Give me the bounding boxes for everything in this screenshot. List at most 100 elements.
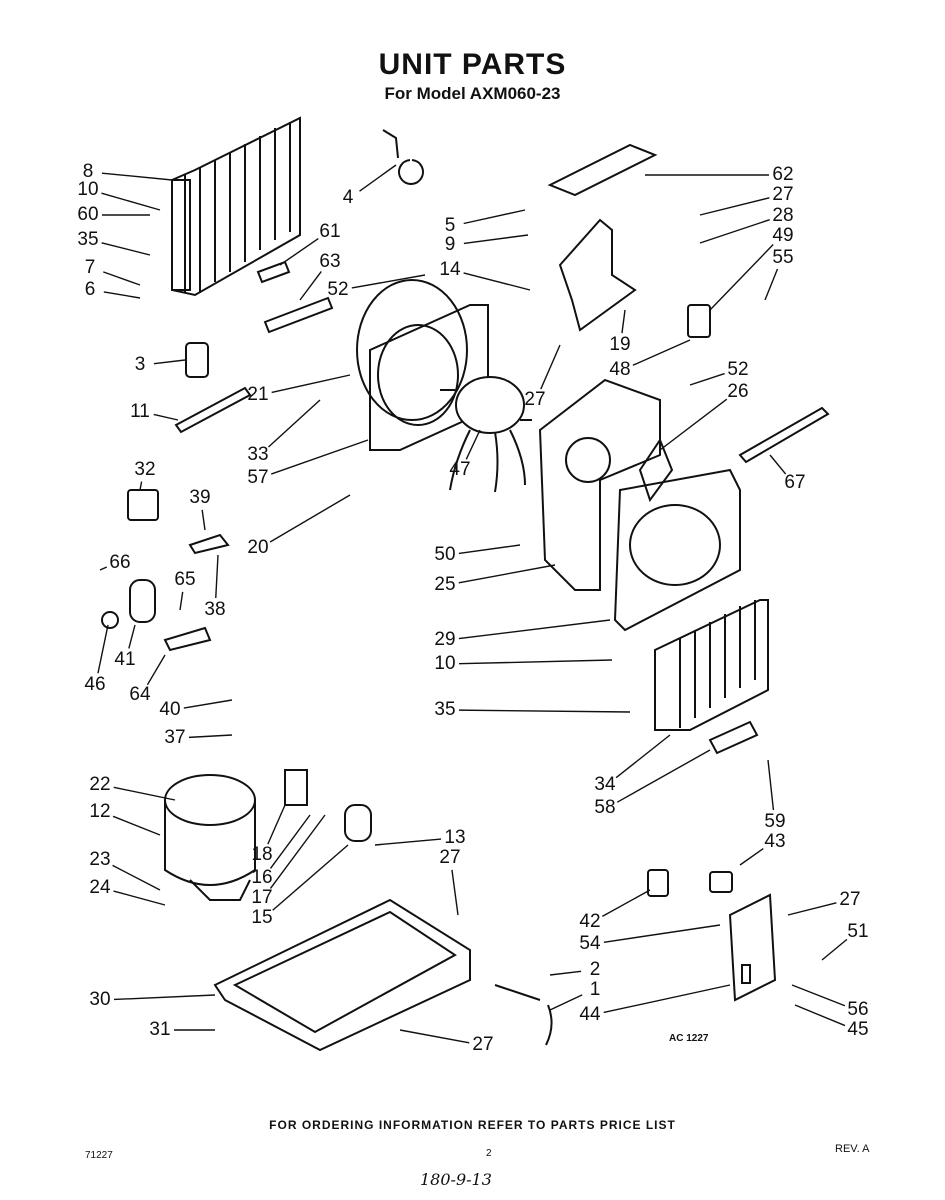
callout-number: 42 (579, 911, 600, 932)
callout-number: 35 (434, 699, 455, 720)
compressor-part (164, 774, 256, 901)
switch-part-42 (647, 869, 669, 897)
callout-number: 17 (251, 887, 272, 908)
callout-number: 1 (590, 979, 601, 1000)
callout-number: 35 (77, 229, 98, 250)
callout-number: 16 (251, 867, 272, 888)
callout-number: 59 (764, 811, 785, 832)
callout-number: 33 (247, 444, 268, 465)
callout-leader-line (268, 399, 321, 448)
callout-leader-line (97, 624, 109, 674)
callout-number: 44 (579, 1004, 601, 1025)
bar-part-67 (738, 406, 830, 464)
callout-number: 46 (84, 674, 105, 695)
callout-number: 19 (609, 334, 630, 355)
callout-leader-line (271, 374, 351, 394)
callout-number: 10 (77, 179, 98, 200)
callout-number: 67 (784, 472, 805, 493)
callout-leader-line (179, 591, 184, 611)
callout-number: 40 (159, 699, 180, 720)
callout-leader-line (791, 984, 846, 1007)
callout-leader-line (99, 566, 108, 571)
callout-leader-line (458, 709, 631, 713)
callout-number: 14 (439, 259, 461, 280)
page-subtitle: For Model AXM060-23 (384, 84, 561, 103)
callout-leader-line (699, 197, 770, 216)
drawing-code: AC 1227 (669, 1033, 709, 1044)
control-box-part-34 (708, 720, 759, 755)
callout-number: 37 (164, 727, 185, 748)
condenser-coil-part (171, 116, 301, 297)
callout-number: 41 (114, 649, 135, 670)
callout-number: 60 (77, 204, 98, 225)
callout-number: 22 (89, 774, 110, 795)
callout-leader-line (351, 274, 426, 289)
callout-number: 51 (847, 921, 868, 942)
bar-part-11 (174, 386, 252, 434)
callout-number: 27 (472, 1034, 493, 1055)
callout-number: 23 (89, 849, 110, 870)
callout-number: 47 (449, 459, 470, 480)
callout-leader-line (463, 209, 526, 225)
callout-leader-line (374, 838, 442, 846)
callout-number: 63 (319, 251, 340, 272)
callout-number: 25 (434, 574, 455, 595)
callout-number: 54 (579, 933, 601, 954)
callout-leader-line (769, 454, 787, 475)
callout-number: 39 (189, 487, 210, 508)
control-panel-part-44 (728, 893, 777, 1002)
callout-number: 45 (847, 1019, 868, 1040)
revision-label: REV. A (835, 1143, 870, 1155)
blower-housing-part (538, 378, 741, 632)
callout-leader-line (101, 242, 151, 256)
callout-number: 57 (247, 467, 268, 488)
callout-leader-line (269, 494, 351, 543)
callout-number: 9 (445, 234, 456, 255)
relay-part-43 (709, 871, 733, 893)
callout-leader-line (128, 624, 136, 649)
callout-leader-line (616, 749, 711, 803)
callout-leader-line (463, 272, 531, 291)
bracket-part-18 (284, 769, 308, 806)
callout-number: 15 (251, 907, 272, 928)
callout-leader-line (101, 172, 173, 181)
callout-leader-line (615, 734, 671, 779)
callout-number: 5 (445, 215, 456, 236)
callout-leader-line (540, 344, 561, 390)
callout-leader-line (709, 244, 774, 311)
callout-leader-line (458, 619, 611, 640)
page-number: 2 (486, 1148, 492, 1159)
callout-number: 2 (590, 959, 601, 980)
callout-number: 6 (85, 279, 96, 300)
callout-leader-line (458, 659, 613, 665)
ordering-note: FOR ORDERING INFORMATION REFER TO PARTS … (269, 1118, 676, 1132)
callout-number: 62 (772, 164, 793, 185)
panel-part-62 (547, 143, 658, 197)
callout-leader-line (146, 654, 166, 686)
callout-number: 52 (727, 359, 748, 380)
callout-number: 27 (839, 889, 860, 910)
callout-number: 27 (524, 389, 545, 410)
callout-leader-line (739, 848, 764, 866)
callout-leader-line (399, 1029, 470, 1044)
callout-number: 11 (130, 401, 150, 422)
callout-number: 10 (434, 653, 455, 674)
callout-number: 49 (772, 225, 793, 246)
terminal-cover-part-15 (344, 804, 372, 842)
callout-leader-line (101, 192, 161, 211)
callout-number: 21 (247, 384, 268, 405)
callout-number: 26 (727, 381, 748, 402)
callout-leader-line (103, 271, 141, 286)
callout-leader-line (465, 429, 481, 460)
callout-leader-line (621, 309, 626, 334)
small-parts-left (101, 489, 230, 652)
callout-leader-line (602, 889, 651, 917)
callout-leader-line (764, 268, 779, 301)
callout-leader-line (299, 270, 322, 301)
callout-leader-line (632, 339, 691, 366)
callout-leader-line (113, 786, 176, 801)
callout-leader-line (549, 970, 582, 976)
callout-number: 4 (343, 187, 354, 208)
handwritten-note: 180-9-13 (420, 1170, 492, 1189)
callout-leader-line (215, 554, 219, 599)
